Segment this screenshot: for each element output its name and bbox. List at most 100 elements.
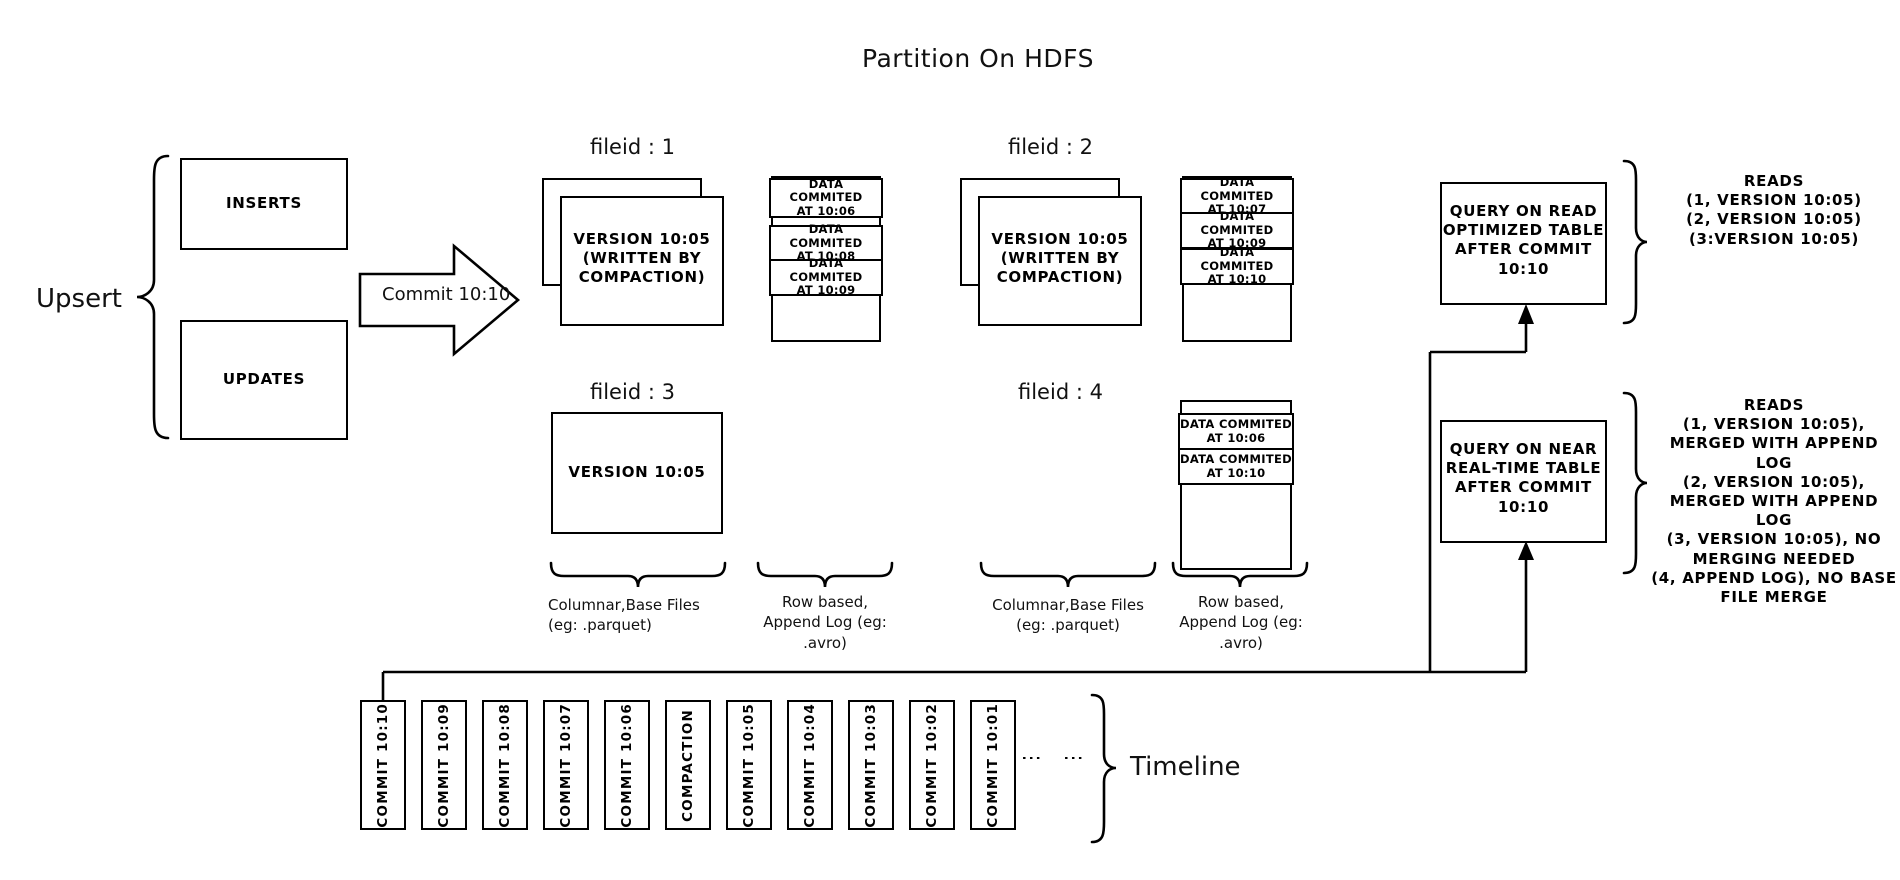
query-line: 10:10 — [1497, 259, 1550, 278]
upsert-brace-icon — [136, 154, 170, 440]
fileid-1-base-file-front: VERSION 10:05 (WRITTEN BY COMPACTION) — [560, 196, 724, 326]
timeline-item-9[interactable]: COMMIT 10:02 — [909, 700, 955, 830]
timeline-item-0[interactable]: COMMIT 10:10 — [360, 700, 406, 830]
inserts-box: INSERTS — [180, 158, 348, 250]
base-line: COMPACTION) — [578, 268, 706, 287]
query-line: QUERY ON READ — [1449, 202, 1598, 220]
reads-line: READS — [1743, 172, 1805, 190]
columnar-brace-right-icon — [979, 561, 1157, 588]
base-line: VERSION 10:05 — [991, 230, 1129, 248]
fileid-3-base-file: VERSION 10:05 — [551, 412, 723, 534]
reads-read-optimized: READS (1, VERSION 10:05) (2, VERSION 10:… — [1658, 172, 1890, 249]
fileid-2-log-entry-0: DATA COMMITED AT 10:07 — [1180, 175, 1294, 216]
caption-line: Columnar,Base Files — [992, 596, 1144, 614]
reads-line: (3, VERSION 10:05), NO — [1666, 530, 1882, 549]
reads-line: (4, APPEND LOG), NO BASE — [1651, 568, 1897, 587]
fileid-1-log-entry-2: DATA COMMITED AT 10:09 — [769, 256, 883, 297]
fileid-1-base-file-text: VERSION 10:05 (WRITTEN BY COMPACTION) — [562, 230, 722, 288]
base-line: (WRITTEN BY — [1000, 249, 1120, 268]
reads-line: (2, VERSION 10:05), — [1682, 472, 1866, 491]
caption-line: Append Log (eg: — [763, 613, 887, 632]
fileid-1-log-entry-0: DATA COMMITED AT 10:06 — [769, 176, 883, 218]
fileid-4-heading: fileid : 4 — [1018, 380, 1103, 404]
timeline-item-7[interactable]: COMMIT 10:04 — [787, 700, 833, 830]
fileid-1-heading: fileid : 1 — [590, 135, 675, 159]
log-entry-line: AT 10:06 — [1206, 430, 1266, 445]
log-entry-line: DATA COMMITED — [1200, 209, 1274, 237]
rowlog-brace-left-icon — [756, 561, 894, 588]
commit-arrow-icon — [358, 243, 521, 357]
columnar-caption-right: Columnar,Base Files (eg: .parquet) — [975, 595, 1161, 636]
rowlog-brace-right-icon — [1171, 561, 1309, 588]
base-line: COMPACTION) — [996, 268, 1124, 287]
reads-line: READS — [1743, 396, 1805, 414]
log-entry-line: AT 10:09 — [1207, 236, 1267, 251]
timeline-brace-icon — [1090, 693, 1117, 844]
caption-line: (eg: .parquet) — [548, 616, 652, 635]
log-entry-line: DATA COMMITED — [1180, 451, 1292, 466]
log-entry-line: AT 10:10 — [1207, 272, 1267, 287]
columnar-brace-left-icon — [549, 561, 727, 588]
reads-line: MERGING NEEDED — [1692, 549, 1856, 568]
timeline-item-10[interactable]: COMMIT 10:01 — [970, 700, 1016, 830]
upsert-label: Upsert — [36, 284, 122, 314]
columnar-caption-left: Columnar,Base Files (eg: .parquet) — [548, 595, 730, 636]
timeline-item-2[interactable]: COMMIT 10:08 — [482, 700, 528, 830]
page-title: Partition On HDFS — [862, 44, 1094, 73]
timeline-label: Timeline — [1130, 752, 1241, 782]
reads-line: (1, VERSION 10:05), — [1682, 415, 1866, 434]
timeline-item-6[interactable]: COMMIT 10:05 — [726, 700, 772, 830]
reads-line: FILE MERGE — [1720, 587, 1828, 606]
base-line: (WRITTEN BY — [582, 249, 702, 268]
query-line: 10:10 — [1497, 497, 1550, 516]
updates-label: UPDATES — [222, 370, 306, 389]
query-line: AFTER COMMIT — [1455, 240, 1592, 259]
reads-line: (1, VERSION 10:05) — [1686, 191, 1862, 210]
timeline-item-1[interactable]: COMMIT 10:09 — [421, 700, 467, 830]
reads-line: (2, VERSION 10:05) — [1686, 210, 1862, 229]
timeline-item-4[interactable]: COMMIT 10:06 — [604, 700, 650, 830]
reads-brace-top-icon — [1622, 159, 1648, 325]
query-line: REAL-TIME TABLE — [1445, 459, 1602, 478]
fileid-1-log-entry-1: DATA COMMITED AT 10:08 — [769, 222, 883, 263]
timeline-ellipsis-0: ⋮ — [1020, 748, 1044, 770]
fileid-2-heading: fileid : 2 — [1008, 135, 1093, 159]
log-entry-line: DATA COMMITED — [789, 256, 863, 284]
caption-line: Row based, — [1197, 593, 1284, 611]
fileid-3-base-file-text: VERSION 10:05 — [568, 463, 706, 482]
query-read-optimized-box[interactable]: QUERY ON READ OPTIMIZED TABLE AFTER COMM… — [1440, 182, 1607, 305]
timeline-ellipsis-1: ⋮ — [1062, 748, 1086, 770]
log-entry-line: AT 10:06 — [796, 203, 856, 218]
commit-arrow-label: Commit 10:10 — [382, 284, 511, 305]
log-entry-line: DATA COMMITED — [1200, 175, 1274, 203]
fileid-3-heading: fileid : 3 — [590, 380, 675, 404]
caption-line: (eg: .parquet) — [1016, 616, 1120, 635]
reads-brace-bottom-icon — [1622, 391, 1648, 575]
updates-box: UPDATES — [180, 320, 348, 440]
log-entry-line: DATA COMMITED — [789, 176, 863, 205]
caption-line: .avro) — [1219, 633, 1263, 652]
caption-line: Append Log (eg: — [1179, 613, 1303, 632]
reads-line: MERGED WITH APPEND LOG — [1669, 491, 1879, 530]
fileid-2-base-file-front: VERSION 10:05 (WRITTEN BY COMPACTION) — [978, 196, 1142, 326]
log-entry-line: DATA COMMITED — [789, 222, 863, 250]
query-near-realtime-box[interactable]: QUERY ON NEAR REAL-TIME TABLE AFTER COMM… — [1440, 420, 1607, 543]
fileid-2-log-entry-2: DATA COMMITED AT 10:10 — [1180, 245, 1294, 287]
log-entry-line: AT 10:10 — [1206, 465, 1266, 480]
caption-line: Row based, — [781, 593, 868, 611]
log-entry-line: DATA COMMITED — [1200, 245, 1274, 273]
reads-line: MERGED WITH APPEND LOG — [1669, 434, 1879, 472]
base-line: VERSION 10:05 — [573, 230, 711, 248]
timeline-item-3[interactable]: COMMIT 10:07 — [543, 700, 589, 830]
reads-line: (3:VERSION 10:05) — [1688, 229, 1860, 248]
caption-line: .avro) — [803, 633, 847, 652]
log-entry-line: DATA COMMITED — [1180, 416, 1292, 431]
reads-near-realtime: READS (1, VERSION 10:05), MERGED WITH AP… — [1650, 396, 1898, 607]
timeline-item-8[interactable]: COMMIT 10:03 — [848, 700, 894, 830]
timeline-item-5[interactable]: COMPACTION — [665, 700, 711, 830]
query-read-optimized-text: QUERY ON READ OPTIMIZED TABLE AFTER COMM… — [1442, 202, 1605, 279]
query-line: QUERY ON NEAR — [1449, 440, 1598, 458]
fileid-2-base-file-text: VERSION 10:05 (WRITTEN BY COMPACTION) — [980, 230, 1140, 288]
